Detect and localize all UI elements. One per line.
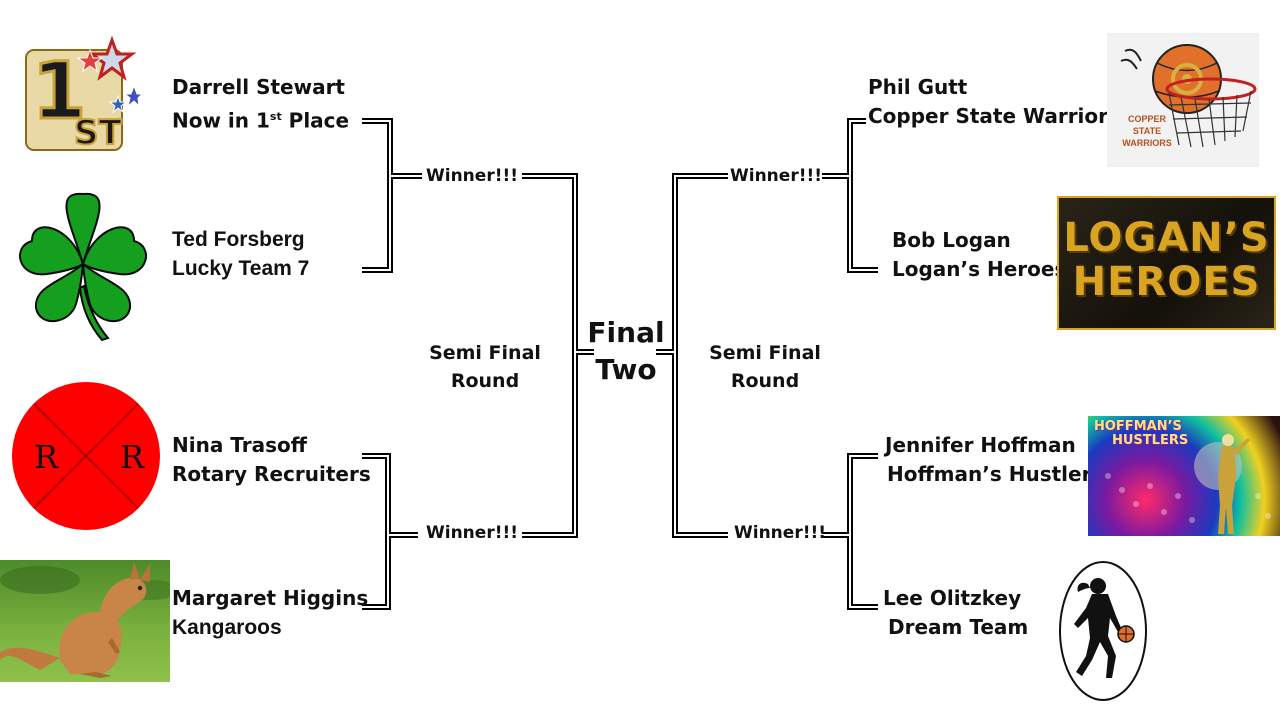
owner-name: Lee Olitzkey xyxy=(883,586,1022,610)
team-name: Hoffman’s Hustlers xyxy=(887,462,1104,486)
winner-label-left-top: Winner!!! xyxy=(426,166,518,186)
team-name: Lucky Team 7 xyxy=(172,257,310,280)
semi-final-label-right: Semi Final Round xyxy=(709,342,821,392)
hoffmans-hustlers-logo: HOFFMAN’S HUSTLERS xyxy=(1088,416,1280,536)
copper-state-logo-text: COPPER STATE WARRIORS xyxy=(1122,114,1172,148)
semi-final-label-left: Semi Final Round xyxy=(429,342,541,392)
owner-name: Ted Forsberg xyxy=(172,228,305,251)
four-leaf-clover-icon xyxy=(12,186,154,342)
team-entry-lee-olitzkey: Lee Olitzkey Dream Team xyxy=(883,584,1028,642)
kangaroo-image xyxy=(0,560,170,682)
rr-letter-left: R xyxy=(34,438,59,476)
winner-label-left-bottom: Winner!!! xyxy=(426,523,518,543)
team-name: Logan’s Heroes xyxy=(892,257,1067,281)
team-entry-ted-forsberg: Ted Forsberg Lucky Team 7 xyxy=(172,225,309,283)
logans-heroes-logo-text: LOGAN’S HEROES xyxy=(1063,215,1270,305)
first-place-stars-icon: 1 ST xyxy=(22,36,142,154)
owner-name: Jennifer Hoffman xyxy=(885,433,1076,457)
owner-name: Margaret Higgins xyxy=(172,586,369,610)
team-entry-bob-logan: Bob Logan Logan’s Heroes xyxy=(892,226,1066,284)
team-entry-nina-trasoff: Nina Trasoff Rotary Recruiters xyxy=(172,431,371,489)
svg-text:ST: ST xyxy=(74,113,122,153)
team-entry-margaret-higgins: Margaret Higgins Kangaroos xyxy=(172,584,368,642)
copper-state-warriors-logo: COPPER STATE WARRIORS xyxy=(1107,33,1259,167)
owner-name: Bob Logan xyxy=(892,228,1011,252)
winner-label-right-bottom: Winner!!! xyxy=(734,523,826,543)
basketball-player-silhouette-icon xyxy=(1058,560,1148,702)
rr-circle-logo: R R xyxy=(10,380,162,532)
winner-label-right-top: Winner!!! xyxy=(730,166,822,186)
team-name: Rotary Recruiters xyxy=(172,462,371,486)
rr-letter-right: R xyxy=(120,438,145,476)
owner-name: Darrell Stewart xyxy=(172,75,345,99)
final-two-label: Final Two xyxy=(587,316,665,386)
team-name: Now in 1st Place xyxy=(172,108,350,133)
owner-name: Nina Trasoff xyxy=(172,433,307,457)
team-name: Kangaroos xyxy=(172,616,282,639)
team-entry-darrell-stewart: Darrell Stewart Now in 1st Place xyxy=(172,73,349,136)
team-entry-phil-gutt: Phil Gutt Copper State Warriors xyxy=(868,73,1120,131)
svg-text:1: 1 xyxy=(32,47,86,137)
logans-heroes-logo: LOGAN’S HEROES xyxy=(1057,196,1276,330)
hoffmans-hustlers-logo-text: HOFFMAN’S HUSTLERS xyxy=(1094,419,1189,448)
team-entry-jennifer-hoffman: Jennifer Hoffman Hoffman’s Hustlers xyxy=(885,431,1103,489)
team-name: Copper State Warriors xyxy=(868,104,1120,128)
owner-name: Phil Gutt xyxy=(868,75,968,99)
team-name: Dream Team xyxy=(888,615,1029,639)
